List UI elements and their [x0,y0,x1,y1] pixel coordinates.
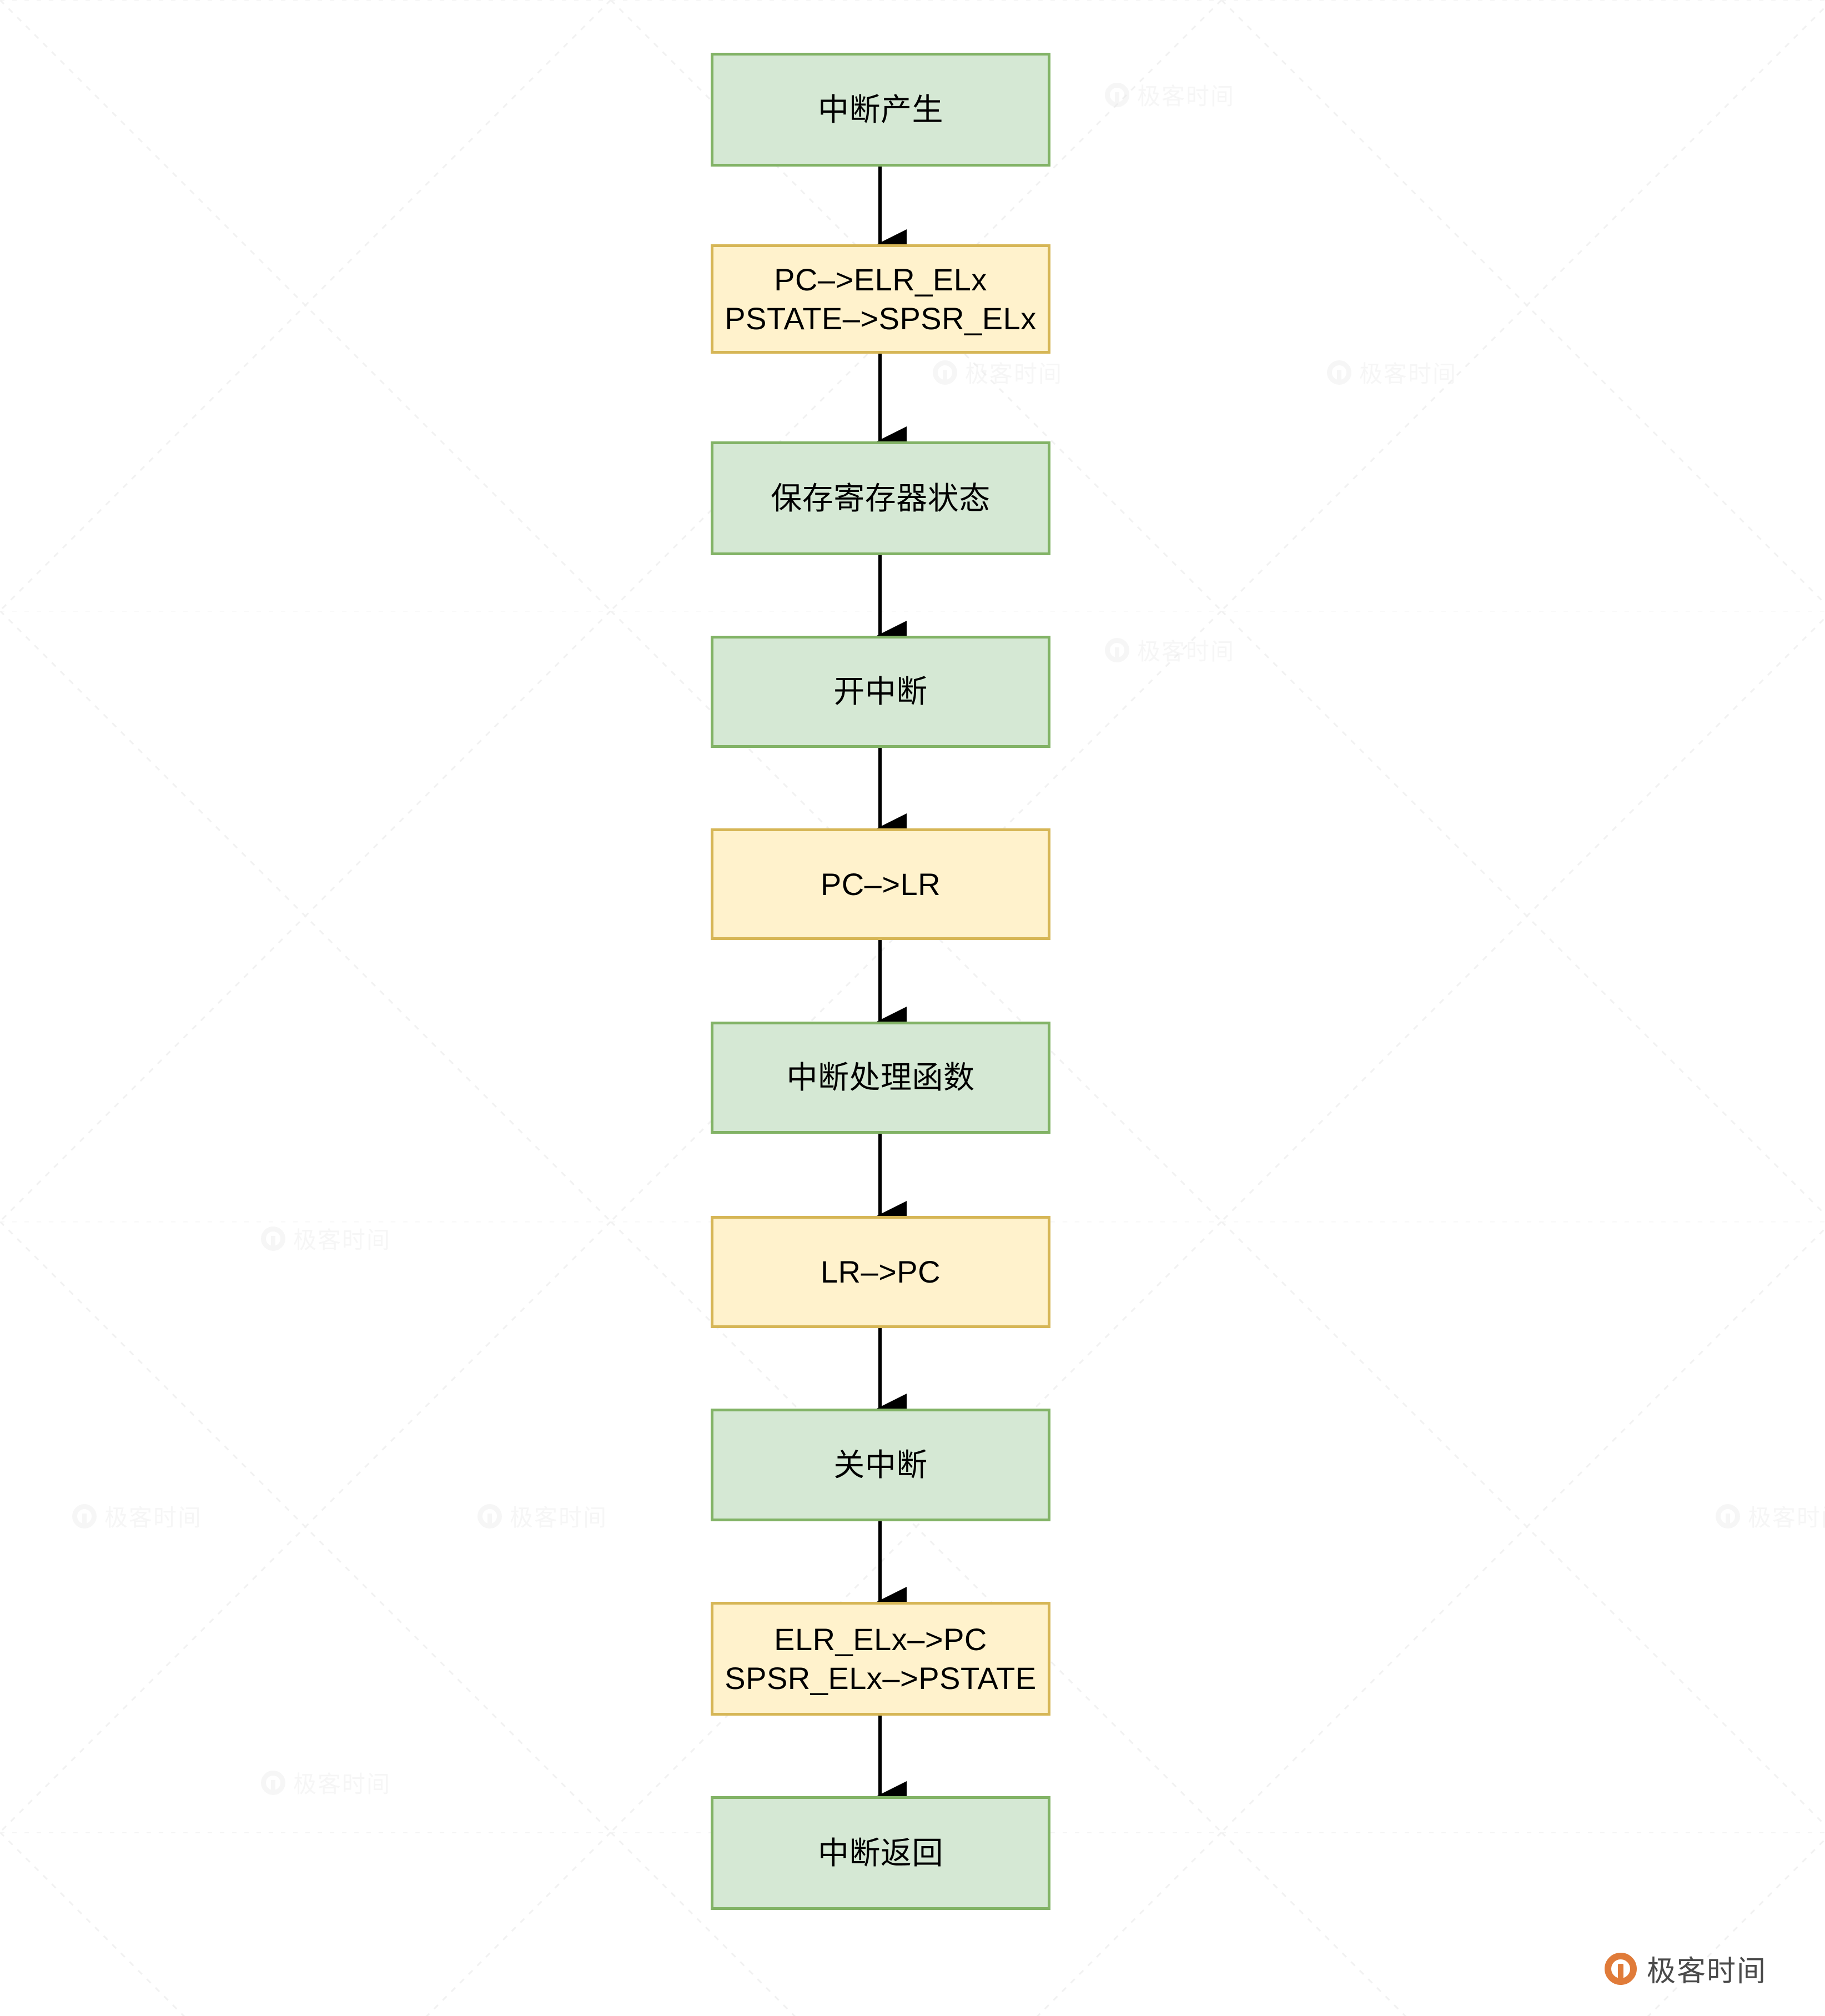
flow-node-restore-pc-pstate[interactable]: ELR_ELx–>PC SPSR_ELx–>PSTATE [711,1602,1050,1716]
flow-node-label: LR–>PC [820,1254,941,1289]
flow-node-label: 保存寄存器状态 [771,480,991,516]
flow-node-label: 中断返回 [818,1835,943,1871]
flow-node-label: 关中断 [833,1447,928,1482]
flow-node-label: 中断处理函数 [786,1060,975,1095]
flow-node-disable-interrupt[interactable]: 关中断 [711,1409,1050,1521]
brand-name: 极客时间 [1646,1955,1767,1988]
flow-node-label: 中断产生 [818,92,943,127]
flow-node-enable-interrupt[interactable]: 开中断 [711,636,1050,748]
flow-node-label-line2: PSTATE–>SPSR_ELx [725,300,1037,336]
flow-node-label-line2: SPSR_ELx–>PSTATE [725,1660,1037,1696]
flow-node-save-registers[interactable]: 保存寄存器状态 [711,441,1050,555]
brand-logo: 极客时间 [1604,1948,1767,1989]
flow-node-pc-to-lr[interactable]: PC–>LR [711,828,1050,940]
flow-node-interrupt-raised[interactable]: 中断产生 [711,53,1050,167]
flow-node-interrupt-return[interactable]: 中断返回 [711,1796,1050,1910]
flow-node-interrupt-handler[interactable]: 中断处理函数 [711,1022,1050,1134]
flow-node-label: ELR_ELx–>PC [774,1621,987,1657]
flow-node-save-pc-pstate[interactable]: PC–>ELR_ELx PSTATE–>SPSR_ELx [711,244,1050,354]
flow-node-label: 开中断 [833,674,928,709]
geektime-logo-icon [1604,1952,1637,1985]
flow-node-lr-to-pc[interactable]: LR–>PC [711,1216,1050,1328]
flow-node-label: PC–>LR [820,866,941,902]
flow-node-label: PC–>ELR_ELx [774,262,987,297]
